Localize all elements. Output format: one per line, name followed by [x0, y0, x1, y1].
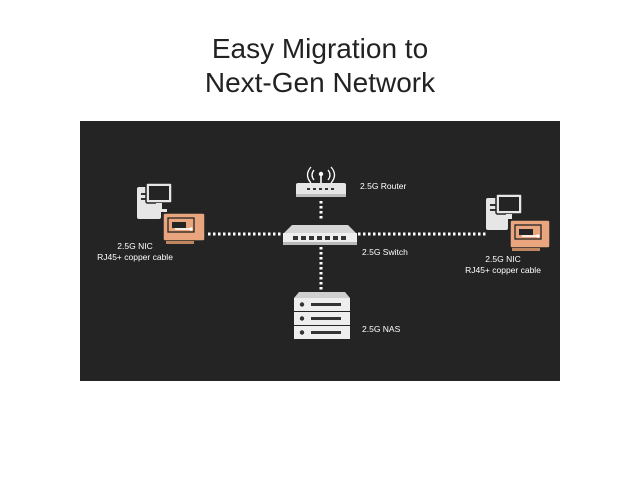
left-nic-card-icon	[162, 212, 206, 244]
network-diagram-panel: 2.5G Router 2.5G Switch 2.5G NAS 2.5G NI…	[80, 121, 560, 381]
right-nic-label: 2.5G NIC RJ45+ copper cable	[453, 254, 553, 276]
left-nic-label: 2.5G NIC RJ45+ copper cable	[85, 241, 185, 263]
right-pc-icon	[486, 193, 523, 230]
left-nic-label-line-1: 2.5G NIC	[117, 241, 153, 251]
right-nic-card-icon	[509, 219, 551, 251]
page-title: Easy Migration to Next-Gen Network	[0, 32, 640, 100]
router-icon	[296, 166, 346, 197]
title-line-2: Next-Gen Network	[204, 67, 436, 98]
left-pc-icon	[137, 182, 173, 219]
title-line-1: Easy Migration to	[211, 33, 429, 64]
switch-label: 2.5G Switch	[362, 247, 408, 257]
switch-icon	[283, 225, 357, 245]
router-label: 2.5G Router	[360, 181, 407, 191]
network-diagram	[137, 166, 551, 339]
right-nic-label-line-1: 2.5G NIC	[485, 254, 521, 264]
right-nic-label-line-2: RJ45+ copper cable	[465, 265, 541, 275]
left-nic-label-line-2: RJ45+ copper cable	[97, 252, 173, 262]
nas-icon	[294, 292, 350, 339]
nas-label: 2.5G NAS	[362, 324, 401, 334]
